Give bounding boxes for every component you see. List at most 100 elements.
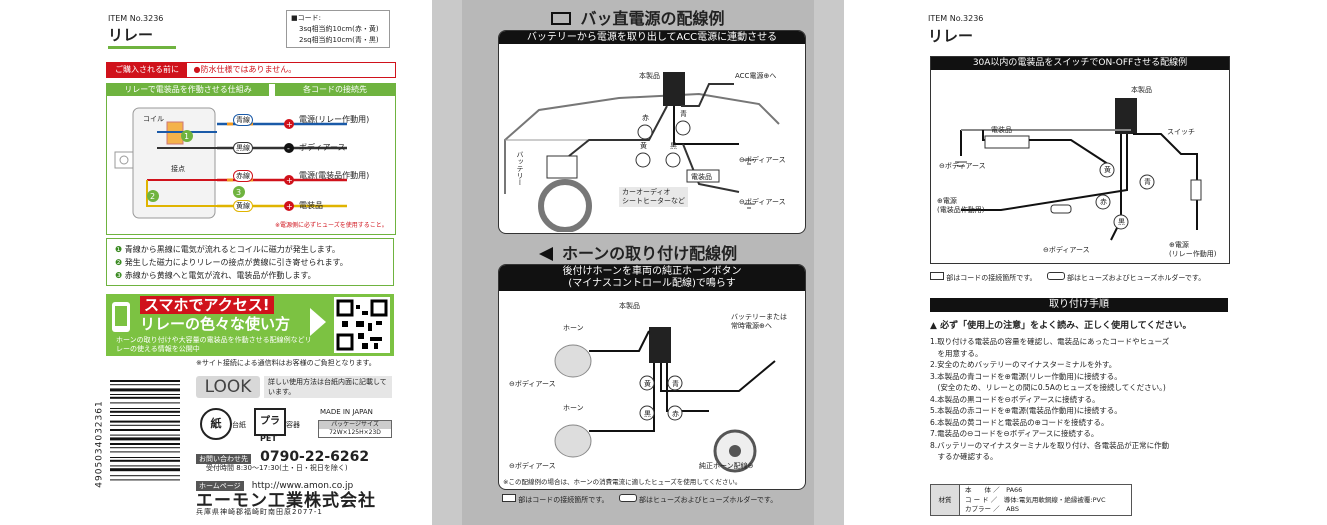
- qr-code[interactable]: [334, 297, 390, 353]
- r-blue: 青: [1144, 178, 1151, 186]
- r-power2: ⊕電源(リレー作動用): [1169, 241, 1217, 258]
- relay-diagram: 1 2 3 + - + +: [114, 107, 347, 219]
- right-product-name: リレー: [928, 27, 974, 45]
- horn-diagram-box: 後付けホーンを車両の純正ホーンボタン(マイナスコントロール配線)で鳴らす 本製品…: [498, 264, 806, 490]
- warning-icon: ▲: [930, 321, 937, 331]
- r-black: 黒: [1118, 218, 1125, 226]
- plastic-recycle-icon: プラ: [254, 408, 286, 436]
- install-step: 2.安全のためバッテリーのマイナスターミナルを外す。: [930, 360, 1117, 369]
- item-number: ITEM No.3236: [108, 14, 164, 23]
- svg-text:3: 3: [236, 188, 241, 197]
- homepage-url[interactable]: http://www.amon.co.jp: [251, 481, 354, 491]
- d2-horn-btn: 純正ホーン配線⊖: [699, 462, 754, 470]
- barcode-bar: [110, 437, 180, 441]
- barcode-bar: [110, 457, 180, 458]
- connection-3: 電源(電装品作動用): [299, 171, 370, 180]
- install-step: を用意する。: [930, 348, 983, 358]
- banner-title-1: スマホでアクセス!: [140, 296, 274, 314]
- barcode-bar: [110, 468, 180, 472]
- d1-acc: ACC電源⊕へ: [735, 72, 777, 80]
- contact-label: 接点: [171, 165, 185, 173]
- look-text: 詳しい使用方法は台紙内面に記載しています。: [264, 376, 392, 398]
- right-item-number: ITEM No.3236: [928, 14, 984, 23]
- banner-title-2: リレーの色々な使い方: [140, 315, 291, 333]
- pet-label: PET: [260, 434, 277, 443]
- barcode-bar: [110, 408, 180, 409]
- barcode-bar: [110, 388, 180, 392]
- horn-title: ホーンの取り付け配線例: [462, 240, 814, 264]
- site-note: ※サイト接続による通信料はお客様のご負担となります。: [196, 359, 376, 367]
- gray-strip-right: [814, 0, 844, 525]
- install-step: (安全のため、リレーとの間に0.5Aのヒューズを接続してください。): [930, 383, 1166, 392]
- contact-label: お問い合わせ先: [196, 454, 251, 464]
- black-wire-label: 黒線: [233, 142, 253, 154]
- contact-row: お問い合わせ先 0790-22-6262: [196, 446, 392, 465]
- barcode-bar: [110, 434, 180, 436]
- install-step: 6.本製品の黄コードと電装品の⊕コードを接続する。: [930, 417, 1109, 427]
- barcode-bar: [110, 451, 180, 453]
- r-device: 電装品: [991, 126, 1012, 134]
- barcode-bar: [110, 459, 180, 462]
- svg-text:+: +: [286, 120, 293, 129]
- connection-2: ボディアース: [299, 143, 346, 152]
- d1-earth2: ⊖ボディアース: [739, 198, 786, 206]
- company-name: エーモン工業株式会社: [196, 491, 376, 511]
- company-address: 兵庫県神崎郡福崎町南田原2077-1: [196, 508, 323, 516]
- install-step: 4.本製品の黒コードを⊖ボディアースに接続する。: [930, 394, 1100, 404]
- barcode-bar: [110, 415, 180, 416]
- horn-diagram-subtitle: 後付けホーンを車両の純正ホーンボタン(マイナスコントロール配線)で鳴らす: [499, 265, 805, 291]
- r-switch: スイッチ: [1167, 128, 1195, 136]
- step-3: ❸ 赤線から黄線へと電気が流れ、電装品が作動します。: [115, 271, 316, 280]
- car-wiring-diagram: [504, 72, 780, 233]
- mechanism-box: リレーで電装品を作動させる仕組み 各コードの接続先 1 2 3 + - + + …: [106, 83, 396, 235]
- yellow-wire-label: 黄線: [233, 200, 253, 212]
- barcode-bar: [110, 384, 180, 386]
- horn-wiring-diagram: [554, 327, 776, 473]
- homepage-row: ホームページ http://www.amon.co.jp: [196, 473, 392, 492]
- switch-diagram-box: 30A以内の電装品をスイッチでON-OFFさせる配線例 本製品 電装品 スイッチ…: [930, 56, 1230, 264]
- material-row: 本 体 ／ PA66: [965, 486, 1023, 494]
- d1-battery: バッテリー: [516, 151, 524, 186]
- r-power1: ⊕電源(電装品作動用): [937, 197, 985, 214]
- install-step: 7.電装品の⊖コードを⊖ボディアースに接続する。: [930, 429, 1099, 438]
- install-title: 取り付け手順: [930, 298, 1228, 312]
- svg-text:2: 2: [150, 192, 155, 201]
- step-2: ❷ 発生した磁力によりリレーの接点が黄線に引き寄せられます。: [115, 258, 348, 267]
- barcode-bar: [110, 465, 180, 467]
- d1-yellow: 黄: [640, 142, 647, 150]
- warning: ▲ 必ず「使用上の注意」をよく読み、正しく使用してください。: [930, 321, 1192, 331]
- d2-battery: バッテリーまたは常時電源⊕へ: [731, 313, 787, 330]
- install-step: 3.本製品の青コードを⊕電源(リレー作動用)に接続する。: [930, 371, 1122, 381]
- battery-diagram-box: バッテリーから電源を取り出してACC電源に連動させる 本製品 ACC電源⊕へ 赤…: [498, 30, 806, 234]
- center-panel: バッ直電源の配線例 バッテリーから電源を取り出してACC電源に連動させる 本製品…: [462, 0, 814, 525]
- notice-label: ご購入される前に: [107, 63, 187, 77]
- r-earth1: ⊖ボディアース: [939, 162, 986, 170]
- barcode-number: 4905034032361: [94, 400, 105, 488]
- gray-strip-left: [432, 0, 462, 525]
- r-red: 赤: [1100, 198, 1107, 206]
- phone-number: 0790-22-6262: [260, 449, 370, 465]
- d1-earth1: ⊖ボディアース: [739, 156, 786, 164]
- plastic-sub: 容器: [286, 421, 300, 429]
- r-product: 本製品: [1131, 86, 1152, 94]
- d1-product: 本製品: [639, 72, 660, 80]
- smartphone-icon: [112, 302, 130, 332]
- d1-device: 電装品: [691, 173, 712, 181]
- d2-blue: 青: [672, 380, 679, 388]
- battery-title: バッ直電源の配線例: [462, 5, 814, 29]
- barcode-bar: [110, 447, 180, 449]
- d2-horn1: ホーン: [563, 324, 584, 332]
- barcode-bar: [110, 424, 180, 426]
- material-row: カプラー ／ ABS: [965, 505, 1019, 513]
- paper-recycle-icon: 紙: [200, 408, 232, 440]
- barcode-bar: [110, 443, 180, 445]
- left-panel: ITEM No.3236 リレー ■コード: 3sq相当約10cm(赤・黄) 2…: [0, 0, 432, 525]
- step-1: ❶ 青線から黒線に電気が流れるとコイルに磁力が発生します。: [115, 245, 340, 254]
- title-underline: [108, 46, 176, 49]
- barcode-graphic: [110, 380, 180, 481]
- barcode-bar: [110, 475, 180, 477]
- cord-spec: ■コード: 3sq相当約10cm(赤・黄) 2sq相当約10cm(青・黒): [286, 10, 390, 48]
- paper-sub: 台紙: [232, 421, 246, 429]
- hours-row: 受付時間 8:30〜17:30(土・日・祝日を除く): [206, 464, 348, 472]
- switch-wiring-diagram: [955, 98, 1202, 241]
